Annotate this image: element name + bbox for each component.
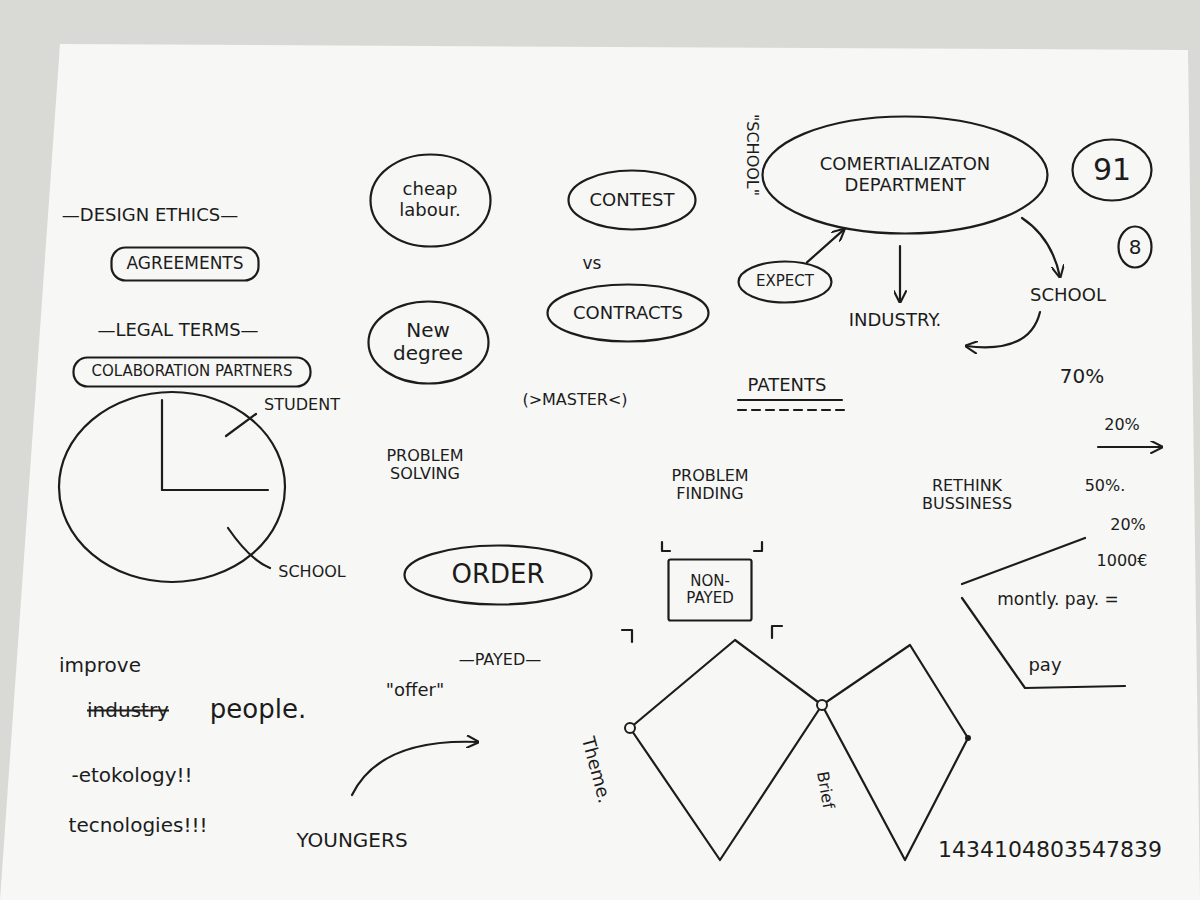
note-bubble: EXPECT	[737, 260, 833, 304]
topic-bubble: ORDER	[403, 544, 593, 606]
bracket-mark	[622, 630, 632, 642]
bubble-outline	[569, 171, 696, 230]
bubble-outline	[548, 285, 709, 342]
graph-line	[962, 598, 1125, 688]
number-circle: 91	[1071, 138, 1153, 202]
box-outline	[669, 560, 752, 621]
dashed-underline	[738, 409, 845, 411]
pointer-arrow	[1098, 446, 1162, 448]
flow-arrow	[807, 229, 844, 262]
idea-bubble: New degree	[367, 300, 490, 385]
node-text: 8	[1129, 236, 1142, 259]
topic-bubble: CONTRACTS	[546, 283, 710, 343]
percent-label: 20%	[1104, 416, 1140, 434]
topic-bubble: CONTEST	[567, 169, 697, 231]
note-label: PATENTS	[748, 375, 827, 396]
node-text: COMERTIALIZATON DEPARTMENT	[805, 154, 1005, 195]
note-label: YOUNGERS	[296, 829, 407, 852]
pie-label: STUDENT	[264, 396, 340, 414]
note-label: PROBLEM FINDING	[660, 467, 760, 504]
double-diamond	[630, 640, 968, 860]
diamond-label: Theme.	[577, 735, 615, 806]
diamond-dot	[625, 723, 635, 733]
leader-line	[228, 528, 270, 568]
pie-circle	[59, 392, 285, 582]
bubble-outline	[405, 546, 592, 605]
node-text: ORDER	[451, 560, 544, 590]
note-label: people.	[210, 695, 306, 725]
percent-label: 50%.	[1085, 477, 1126, 495]
graph-line	[962, 538, 1085, 584]
note-label: montly. pay. =	[997, 590, 1118, 610]
node-text: cheap labour.	[390, 179, 470, 220]
amount-label: 1000€	[1097, 552, 1148, 570]
heading-label: —DESIGN ETHICS—	[62, 205, 238, 226]
number-circle: 8	[1117, 225, 1153, 269]
note-label: improve	[59, 654, 141, 677]
pie-label: SCHOOL	[278, 563, 345, 581]
bubble-outline	[1073, 140, 1152, 201]
idea-bubble: cheap labour.	[369, 153, 492, 248]
term-box: AGREEMENTS	[110, 246, 260, 282]
bubble-outline	[739, 262, 832, 303]
node-text: COLABORATION PARTNERS	[92, 363, 293, 380]
box-outline	[74, 358, 311, 387]
note-label: tecnologies!!!	[69, 814, 208, 837]
node-text: CONTRACTS	[573, 303, 683, 324]
node-text: New degree	[388, 319, 468, 365]
term-box: COLABORATION PARTNERS	[72, 356, 312, 388]
pie-slice-line	[161, 400, 163, 490]
percent-label: 20%	[1110, 516, 1146, 534]
bracket-mark	[662, 542, 670, 551]
bracket-mark	[772, 626, 782, 638]
box-outline	[112, 248, 259, 281]
note-label: PROBLEM SOLVING	[375, 447, 475, 484]
note-label: -etokology!!	[71, 764, 192, 787]
note-label: "SCHOOL"	[743, 114, 761, 196]
note-label: vs	[583, 254, 602, 274]
department-bubble: COMERTIALIZATON DEPARTMENT	[761, 115, 1049, 235]
flow-arrow	[899, 246, 901, 302]
diamond-dot	[817, 700, 827, 710]
underline	[738, 399, 842, 401]
bubble-outline	[763, 117, 1048, 234]
note-label: (>MASTER<)	[522, 391, 627, 409]
note-label: SCHOOL	[1030, 285, 1106, 306]
flow-arrow	[1022, 218, 1060, 277]
note-label: —PAYED—	[459, 651, 542, 669]
note-box: NON-PAYED	[667, 558, 753, 622]
pie-slice-line	[162, 489, 268, 491]
paper-sheet	[0, 44, 1200, 900]
bracket-mark	[754, 542, 762, 551]
note-label: RETHINK BUSSINESS	[905, 477, 1030, 514]
node-text: NON-PAYED	[679, 573, 741, 608]
node-text: AGREEMENTS	[126, 254, 243, 274]
heading-label: —LEGAL TERMS—	[97, 320, 258, 341]
bubble-outline	[1119, 227, 1152, 268]
node-text: CONTEST	[590, 190, 675, 211]
diamond-dot	[965, 735, 971, 741]
leader-line	[226, 414, 256, 436]
struck-word: industry	[87, 699, 169, 722]
percent-label: 70%	[1060, 365, 1104, 388]
number-label: 1434104803547839	[938, 837, 1162, 862]
bubble-outline	[370, 154, 490, 246]
note-label: "offer"	[386, 680, 444, 701]
graph-label: pay	[1028, 655, 1061, 676]
bubble-outline	[368, 301, 488, 383]
flow-arrow	[966, 312, 1040, 347]
node-text: EXPECT	[756, 273, 814, 290]
note-label: INDUSTRY.	[849, 310, 942, 331]
offer-arrow	[352, 742, 478, 795]
node-text: 91	[1093, 153, 1131, 188]
diamond-label: Brief	[813, 770, 838, 810]
